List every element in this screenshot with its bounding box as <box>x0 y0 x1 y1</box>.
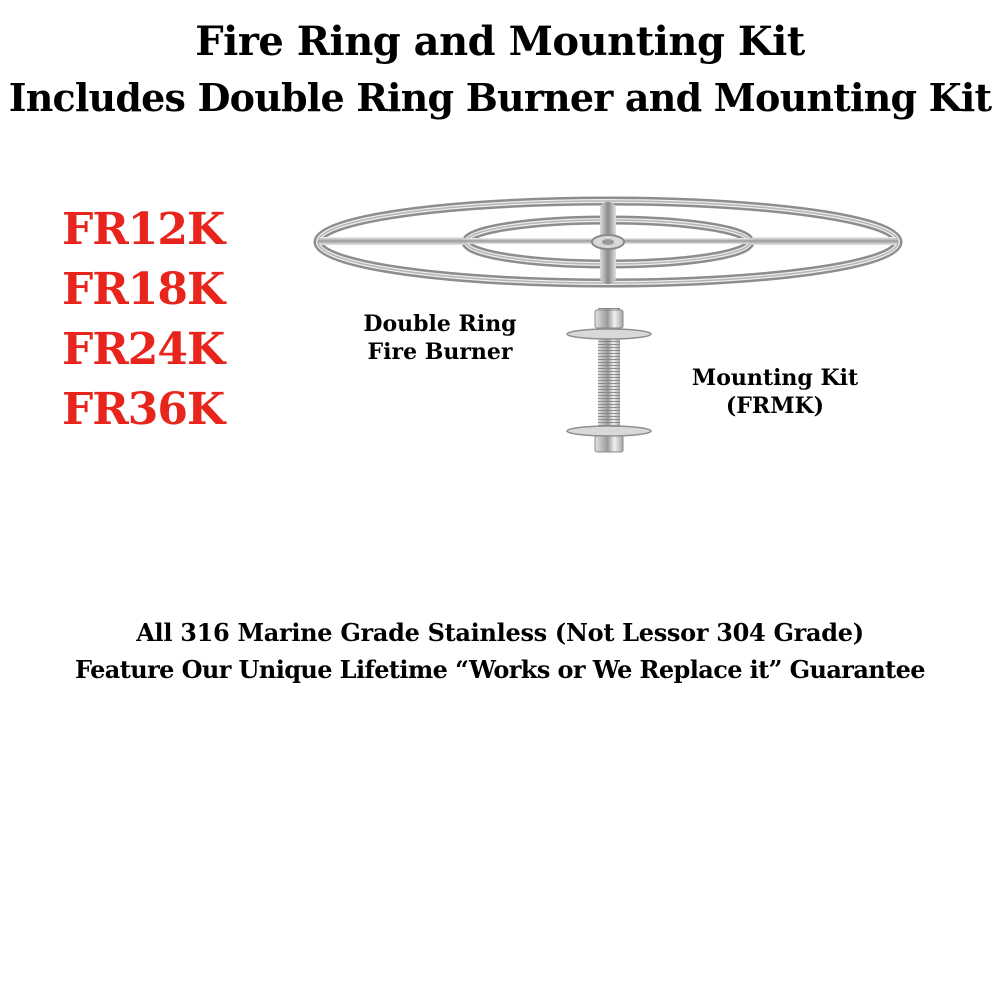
model-code-fr36k: FR36K <box>62 384 225 435</box>
burner-label-line-1: Double Ring <box>363 311 517 337</box>
mounting-kit-label-line-1: Mounting Kit <box>691 365 859 391</box>
model-code-fr18k: FR18K <box>62 264 225 315</box>
burner-label-line-2: Fire Burner <box>367 339 513 365</box>
mounting-kit-label: Mounting Kit (FRMK) <box>670 364 880 420</box>
page-subtitle: Includes Double Ring Burner and Mounting… <box>8 75 992 120</box>
model-code-fr24k: FR24K <box>62 324 225 375</box>
double-ring-burner-icon <box>313 196 903 288</box>
burner-label: Double Ring Fire Burner <box>345 310 535 366</box>
mounting-kit-icon <box>566 308 652 453</box>
material-statement: All 316 Marine Grade Stainless (Not Less… <box>136 618 864 647</box>
page-title: Fire Ring and Mounting Kit <box>195 18 805 65</box>
mounting-kit-label-line-2: (FRMK) <box>725 393 825 419</box>
guarantee-statement: Feature Our Unique Lifetime “Works or We… <box>75 655 926 684</box>
model-code-fr12k: FR12K <box>62 204 225 255</box>
